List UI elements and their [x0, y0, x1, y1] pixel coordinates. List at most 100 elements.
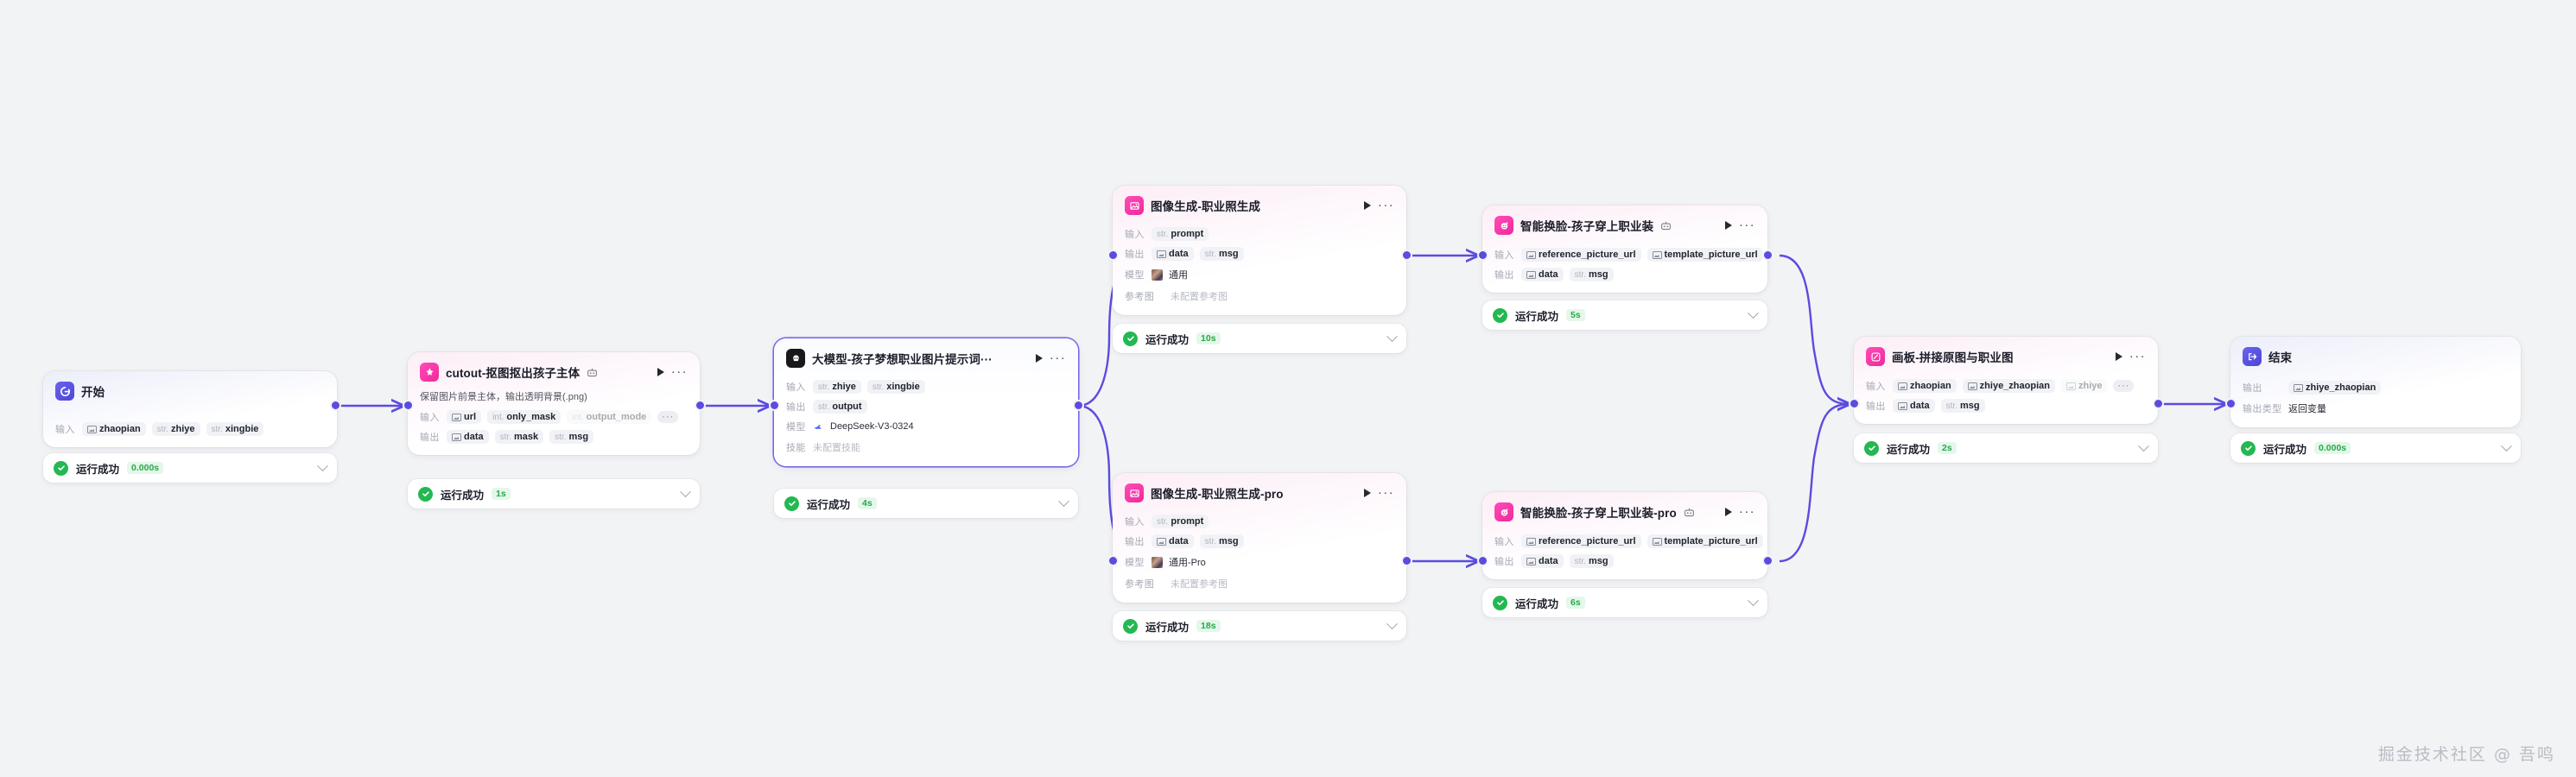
- io-chip[interactable]: data: [1152, 534, 1194, 548]
- node-io-row: 输入 reference_picture_url template_pictur…: [1494, 534, 1763, 549]
- port-canvas-in[interactable]: [1850, 400, 1858, 407]
- chevron-down-icon[interactable]: [2501, 439, 2512, 452]
- io-chip[interactable]: int.only_mask: [487, 410, 562, 424]
- port-imggenpro-out[interactable]: [1403, 557, 1411, 565]
- node-more-menu-button[interactable]: ···: [1377, 485, 1394, 500]
- port-llm-in[interactable]: [771, 401, 778, 409]
- chevron-down-icon[interactable]: [1058, 495, 1069, 507]
- port-imggenpro-in[interactable]: [1109, 557, 1117, 565]
- node-canvas-merge[interactable]: 画板-拼接原图与职业图 ··· 输入 zhaopian zhiye_zhaopi…: [1854, 337, 2158, 424]
- chevron-down-icon[interactable]: [317, 459, 328, 471]
- io-chip[interactable]: data: [1893, 399, 1935, 413]
- port-faceswap-out[interactable]: [1764, 251, 1772, 259]
- run-node-button[interactable]: [1724, 221, 1732, 230]
- node-cutout[interactable]: cutout-抠图抠出孩子主体 ··· 保留图片前景主体，输出透明背景(.png…: [408, 352, 700, 455]
- status-card-imggen-pro[interactable]: 运行成功 18s: [1113, 611, 1406, 641]
- chevron-down-icon[interactable]: [2138, 439, 2149, 452]
- port-faceswap-in[interactable]: [1479, 251, 1487, 259]
- io-chip[interactable]: url: [447, 410, 482, 424]
- io-chip[interactable]: zhaopian: [1893, 379, 1957, 393]
- run-node-button[interactable]: [1035, 354, 1043, 363]
- node-imggen-pro[interactable]: 图像生成-职业照生成-pro ··· 输入 str.prompt 输出 data…: [1113, 473, 1406, 603]
- node-more-menu-button[interactable]: ···: [670, 364, 688, 379]
- status-card-llm[interactable]: 运行成功 4s: [774, 489, 1078, 518]
- status-card-imggen[interactable]: 运行成功 10s: [1113, 324, 1406, 353]
- node-faceswap[interactable]: 智能换脸-孩子穿上职业装 ··· 输入 reference_picture_ur…: [1482, 205, 1767, 293]
- io-chip[interactable]: str.prompt: [1152, 227, 1209, 241]
- io-chip[interactable]: data: [1521, 554, 1564, 568]
- io-chip[interactable]: str.msg: [1940, 399, 1985, 413]
- node-more-menu-button[interactable]: ···: [1049, 351, 1066, 365]
- io-chip[interactable]: str.prompt: [1152, 515, 1209, 528]
- status-card-faceswap-pro[interactable]: 运行成功 6s: [1482, 588, 1767, 617]
- io-chip[interactable]: str.zhiye: [813, 380, 861, 394]
- node-end[interactable]: 结束 输出 zhiye_zhaopian 输出类型 返回变量: [2230, 337, 2521, 427]
- io-chip[interactable]: reference_picture_url: [1521, 534, 1641, 548]
- port-canvas-out[interactable]: [2154, 400, 2162, 407]
- io-chip[interactable]: str.zhiye: [151, 422, 200, 436]
- io-chip[interactable]: template_picture_url: [1646, 248, 1763, 262]
- status-card-end[interactable]: 运行成功 0.000s: [2230, 433, 2521, 463]
- io-chip[interactable]: str.msg: [1199, 247, 1244, 261]
- run-node-button[interactable]: [2115, 352, 2122, 361]
- port-faceswappro-in[interactable]: [1479, 557, 1487, 565]
- edge-faceswappro-to-canvas: [1779, 404, 1850, 563]
- io-chip[interactable]: zhaopian: [82, 422, 146, 436]
- node-more-menu-button[interactable]: ···: [1738, 218, 1755, 232]
- io-chip[interactable]: zhiye: [2060, 379, 2108, 393]
- node-more-menu-button[interactable]: ···: [2129, 349, 2146, 363]
- status-card-canvas-merge[interactable]: 运行成功 2s: [1854, 433, 2158, 463]
- chevron-down-icon[interactable]: [680, 485, 691, 497]
- node-more-menu-button[interactable]: ···: [1377, 198, 1394, 212]
- run-node-button[interactable]: [1363, 489, 1371, 497]
- chevron-down-icon[interactable]: [1386, 617, 1398, 629]
- io-chip[interactable]: data: [1521, 268, 1564, 281]
- io-chip[interactable]: reference_picture_url: [1521, 248, 1641, 262]
- node-start[interactable]: 开始 输入 zhaopian str.zhiye str.xingbie: [43, 371, 337, 447]
- chevron-down-icon[interactable]: [1386, 330, 1398, 342]
- status-card-start[interactable]: 运行成功 0.000s: [43, 453, 337, 483]
- node-llm[interactable]: 大模型-孩子梦想职业图片提示词··· ··· 输入 str.zhiye str.…: [774, 338, 1078, 466]
- io-chip[interactable]: str.msg: [1569, 268, 1614, 281]
- robot-icon: [1684, 507, 1695, 518]
- io-overflow-button[interactable]: ···: [657, 411, 679, 423]
- io-chip[interactable]: str.msg: [549, 430, 594, 444]
- run-node-button[interactable]: [1363, 201, 1371, 210]
- io-overflow-button[interactable]: ···: [2113, 380, 2135, 392]
- port-imggen-out[interactable]: [1403, 251, 1411, 259]
- io-chip[interactable]: template_picture_url: [1646, 534, 1763, 548]
- io-chip[interactable]: str.xingbie: [206, 422, 264, 436]
- io-chip[interactable]: str.output: [813, 400, 867, 414]
- chevron-down-icon[interactable]: [1748, 306, 1759, 319]
- port-faceswappro-out[interactable]: [1764, 557, 1772, 565]
- io-chip[interactable]: str.msg: [1199, 534, 1244, 548]
- run-node-button[interactable]: [1724, 508, 1732, 516]
- port-end-in[interactable]: [2227, 400, 2235, 407]
- status-card-cutout[interactable]: 运行成功 1s: [408, 479, 700, 509]
- chip-text: zhiye: [171, 424, 195, 434]
- port-imggen-in[interactable]: [1109, 251, 1117, 259]
- io-chip[interactable]: zhiye_zhaopian: [1962, 379, 2055, 393]
- io-chip[interactable]: data: [1152, 247, 1194, 261]
- port-start-out[interactable]: [332, 401, 339, 409]
- io-chip[interactable]: str.msg: [1569, 554, 1614, 568]
- io-chip[interactable]: zhiye_zhaopian: [2288, 381, 2382, 395]
- io-chip[interactable]: str.mask: [494, 430, 544, 444]
- row-label: 输入: [420, 413, 440, 423]
- refimg-placeholder: 未配置参考图: [1171, 579, 1228, 590]
- node-more-menu-button[interactable]: ···: [1738, 504, 1755, 519]
- io-chip[interactable]: data: [447, 430, 489, 444]
- port-llm-out[interactable]: [1075, 401, 1082, 409]
- status-card-faceswap[interactable]: 运行成功 5s: [1482, 300, 1767, 330]
- port-cutout-in[interactable]: [404, 401, 412, 409]
- chevron-down-icon[interactable]: [1748, 594, 1759, 606]
- chip-text: zhiye_zhaopian: [1979, 381, 2050, 391]
- node-refimg-row: 参考图 未配置参考图: [1125, 575, 1394, 592]
- run-node-button[interactable]: [657, 368, 664, 376]
- node-faceswap-pro[interactable]: 智能换脸-孩子穿上职业装-pro ··· 输入 reference_pictur…: [1482, 492, 1767, 579]
- node-imggen[interactable]: 图像生成-职业照生成 ··· 输入 str.prompt 输出 data str…: [1113, 186, 1406, 315]
- io-chip[interactable]: int.output_mode: [567, 410, 652, 424]
- io-chip[interactable]: str.xingbie: [866, 380, 925, 394]
- port-cutout-out[interactable]: [696, 401, 704, 409]
